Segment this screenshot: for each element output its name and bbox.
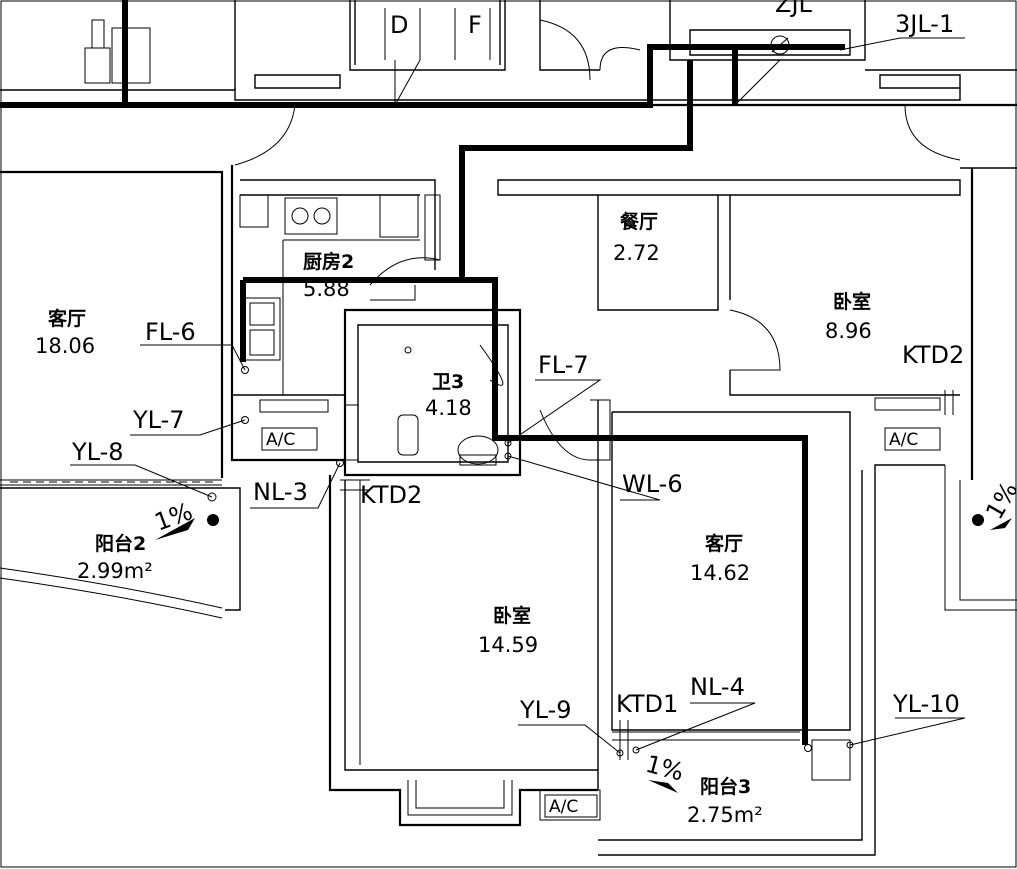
left-unit-walls [0, 170, 241, 619]
slope-label-far-right: 1% [980, 477, 1017, 524]
room-name-bedroom-center: 卧室 [493, 604, 531, 627]
room-name-kitchen: 厨房2 [303, 250, 354, 273]
door-label-f: F [468, 11, 482, 39]
room-name-balcony-right: 阳台3 [700, 775, 751, 798]
leader-lines [70, 344, 966, 760]
pipe-label-yl-7: YL-7 [132, 406, 185, 434]
water-pipes [0, 0, 845, 745]
room-name-living-center: 客厅 [705, 532, 743, 555]
room-name-bedroom-right: 卧室 [833, 290, 871, 313]
pipe-risers [207, 346, 984, 757]
pipe-label-ktd2-right: KTD2 [902, 341, 964, 369]
room-area-bedroom-right: 8.96 [825, 319, 872, 343]
room-area-bedroom-center: 14.59 [478, 633, 538, 657]
svg-text:A/C: A/C [266, 430, 295, 450]
top-corridor [0, 0, 1017, 166]
kitchen-walls [230, 165, 441, 462]
pipe-label-nl-3: NL-3 [253, 478, 308, 506]
room-area-dining: 2.72 [613, 241, 660, 265]
room-name-living-left: 客厅 [48, 307, 86, 330]
dining-bedroom-walls [497, 167, 1017, 480]
slope-arrow-left [155, 518, 195, 540]
pipe-label-fl-7: FL-7 [538, 351, 589, 379]
room-area-kitchen: 5.88 [303, 277, 350, 301]
room-area-balcony-right: 2.75m² [687, 803, 763, 827]
slope-label-center: 1% [643, 750, 687, 787]
svg-text:A/C: A/C [889, 430, 918, 450]
svg-text:A/C: A/C [549, 797, 578, 817]
bathroom-walls [343, 308, 522, 477]
room-area-balcony-left: 2.99m² [77, 559, 153, 583]
door-label-d: D [390, 11, 408, 39]
ac-unit-left: A/C [261, 427, 318, 451]
slope-arrow-far-right [990, 518, 1012, 530]
room-name-balcony-left: 阳台2 [95, 532, 146, 555]
pipe-label-wl-6: WL-6 [622, 470, 683, 498]
center-living-walls [539, 399, 1017, 856]
pipe-label-yl-9: YL-9 [519, 696, 572, 724]
room-name-bath: 卫3 [432, 371, 464, 393]
room-area-living-left: 18.06 [35, 334, 95, 358]
slope-label-left: 1% [151, 497, 196, 536]
room-name-dining: 餐厅 [620, 210, 658, 233]
pipe-label-3jl-1: 3JL-1 [895, 10, 954, 38]
ac-unit-bottom: A/C [544, 794, 598, 818]
center-bedroom-walls [328, 475, 601, 827]
room-area-living-center: 14.62 [690, 561, 750, 585]
pipe-label-ktd2-center: KTD2 [360, 481, 422, 509]
pipe-label-zjl: ZJL [775, 0, 813, 18]
pipe-label-fl-6: FL-6 [145, 318, 196, 346]
ac-unit-right: A/C [884, 427, 941, 451]
pipe-label-nl-4: NL-4 [690, 673, 745, 701]
pipe-label-ktd1: KTD1 [616, 690, 678, 718]
room-area-bath: 4.18 [425, 396, 472, 420]
pipe-label-yl-8: YL-8 [71, 438, 124, 466]
pipe-label-yl-10: YL-10 [892, 690, 960, 718]
slope-arrow-center [648, 780, 678, 793]
